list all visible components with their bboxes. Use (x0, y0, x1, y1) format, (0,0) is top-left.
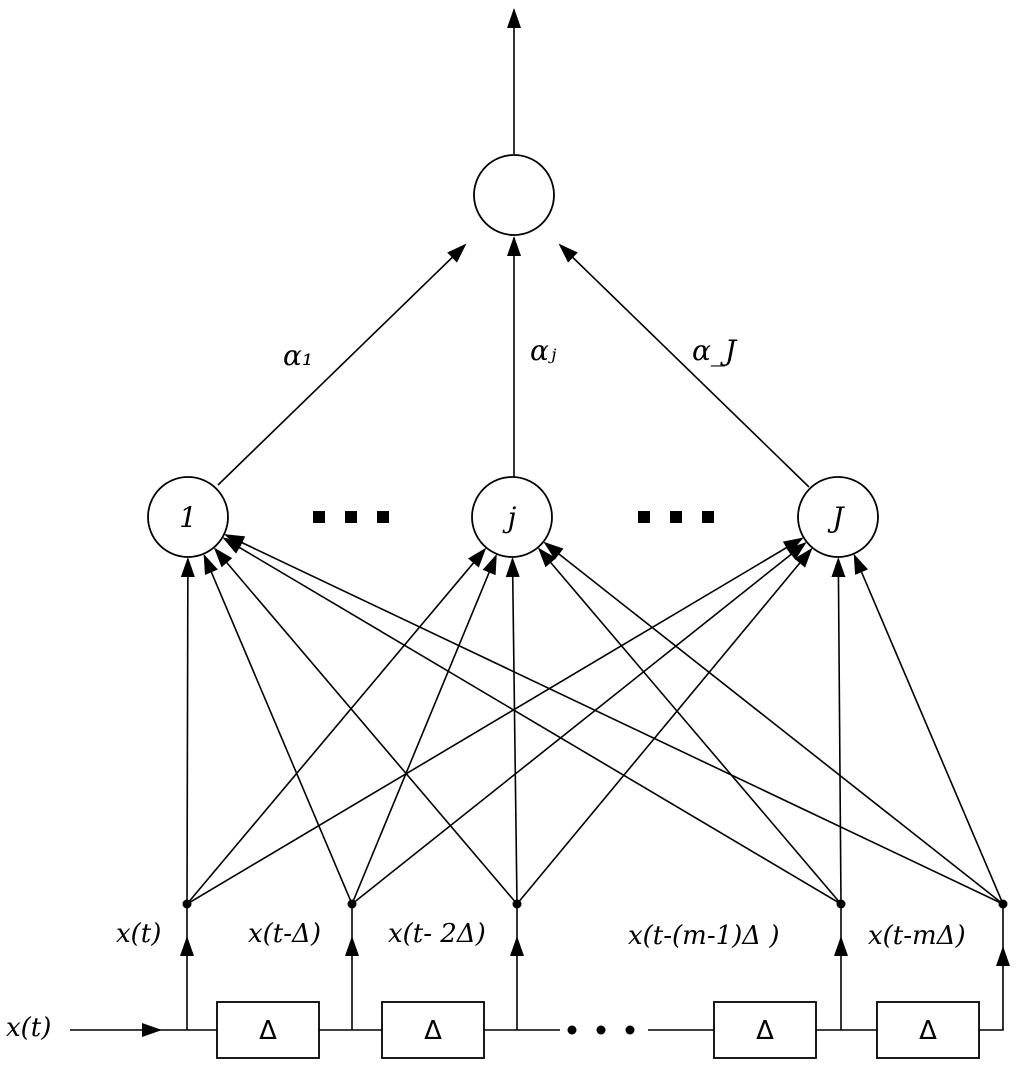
weight-label: αⱼ (530, 334, 557, 367)
output-connection (558, 243, 810, 488)
tap-label: x(t-(m-1)Δ ) (628, 921, 780, 951)
delay-symbol: Δ (424, 1016, 442, 1046)
weight-label: α_J (692, 334, 738, 367)
tap-node (998, 899, 1008, 909)
input-label: x(t) (6, 1013, 51, 1043)
input-hidden-connection (222, 537, 842, 905)
delay-box: Δ (876, 1001, 980, 1059)
delay-line-end (979, 946, 1010, 1031)
delay-symbol: Δ (919, 1016, 937, 1046)
input-hidden-connection (516, 547, 813, 905)
tap-label: x(t-mΔ) (868, 921, 966, 951)
hidden-node (797, 476, 879, 558)
input-hidden-connection (831, 557, 846, 905)
input-hidden-connection (203, 553, 353, 905)
input-hidden-connection (186, 537, 804, 905)
input-hidden-connection (537, 547, 842, 905)
delay-box: Δ (216, 1001, 320, 1059)
weight-label: α₁ (283, 339, 313, 372)
connection-lines (180, 534, 1004, 905)
delay-box: Δ (381, 1001, 485, 1059)
input-hidden-connection (351, 553, 497, 905)
tap-node (182, 899, 192, 909)
input-hidden-connection (180, 557, 195, 905)
tap-node (512, 899, 522, 909)
hidden-ellipsis (638, 511, 714, 523)
tap-label: x(t) (116, 919, 161, 949)
delay-box: Δ (713, 1001, 817, 1059)
input-hidden-connection (351, 541, 807, 905)
hidden-ellipsis (313, 511, 389, 523)
delay-symbol: Δ (259, 1016, 277, 1046)
hidden-node (147, 476, 229, 558)
input-hidden-connection (505, 557, 520, 905)
tap-node (347, 899, 357, 909)
input-hidden-connection (224, 534, 1004, 905)
tap-label: x(t-Δ) (248, 919, 321, 949)
delay-symbol: Δ (756, 1016, 774, 1046)
hidden-node (471, 476, 553, 558)
tap-node (836, 899, 846, 909)
input-hidden-connection (186, 547, 487, 905)
input-hidden-connection (543, 541, 1004, 905)
hidden-node-label: 1 (179, 501, 197, 534)
delay-ellipsis (567, 1025, 635, 1035)
output-connection (217, 243, 467, 486)
hidden-node-label: J (827, 501, 845, 534)
tap-label: x(t- 2Δ) (388, 919, 486, 949)
input-hidden-connection (213, 547, 518, 905)
output-node (473, 154, 555, 236)
input-hidden-connection (853, 553, 1004, 905)
